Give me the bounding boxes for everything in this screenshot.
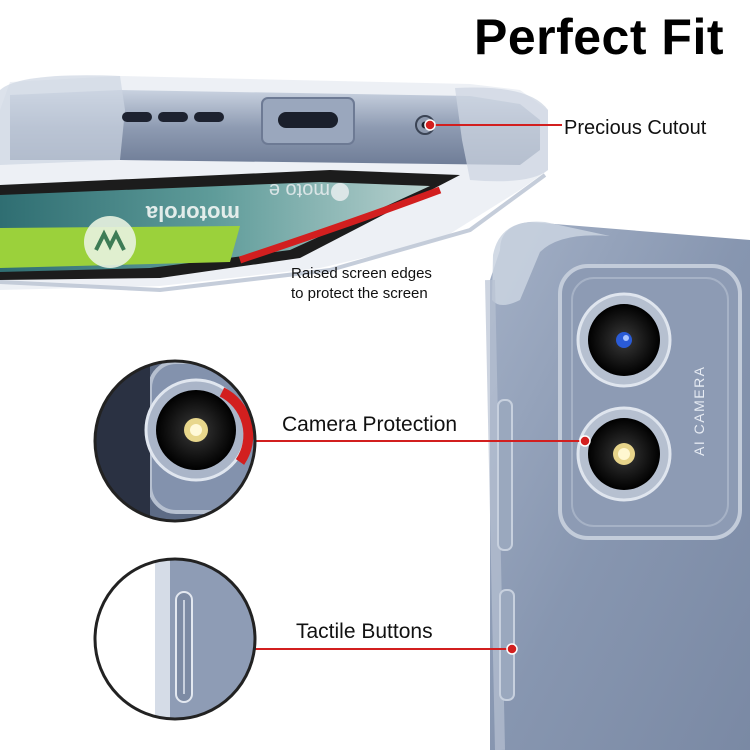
phone-back-view: AI CAMERA [485,221,750,750]
precious-cutout-pointer-dot [424,119,436,131]
ai-camera-label: AI CAMERA [691,365,707,456]
camera-protection-label: Camera Protection [282,413,458,436]
raised-edge-highlight [238,186,442,264]
camera-protection-pointer-dot [579,435,591,447]
svg-text:motorola: motorola [145,201,240,226]
phone-brand-logo: moto e [269,179,349,201]
speaker-grille [122,112,224,122]
phone-bottom-edge-view: moto e motorola [0,75,548,293]
svg-text:moto e: moto e [269,179,330,201]
raised-edges-line-2: to protect the screen [291,285,428,302]
page-title: Perfect Fit [473,9,724,65]
precious-cutout-label: Precious Cutout [564,117,707,139]
raised-edges-line-1: Raised screen edges [291,265,432,282]
tactile-buttons-pointer-dot [506,643,518,655]
tactile-buttons-label: Tactile Buttons [296,620,433,643]
raised-edges-label: Raised screen edges to protect the scree… [291,264,432,304]
buttons-zoom-inset [93,557,257,721]
camera-zoom-inset [93,359,257,523]
